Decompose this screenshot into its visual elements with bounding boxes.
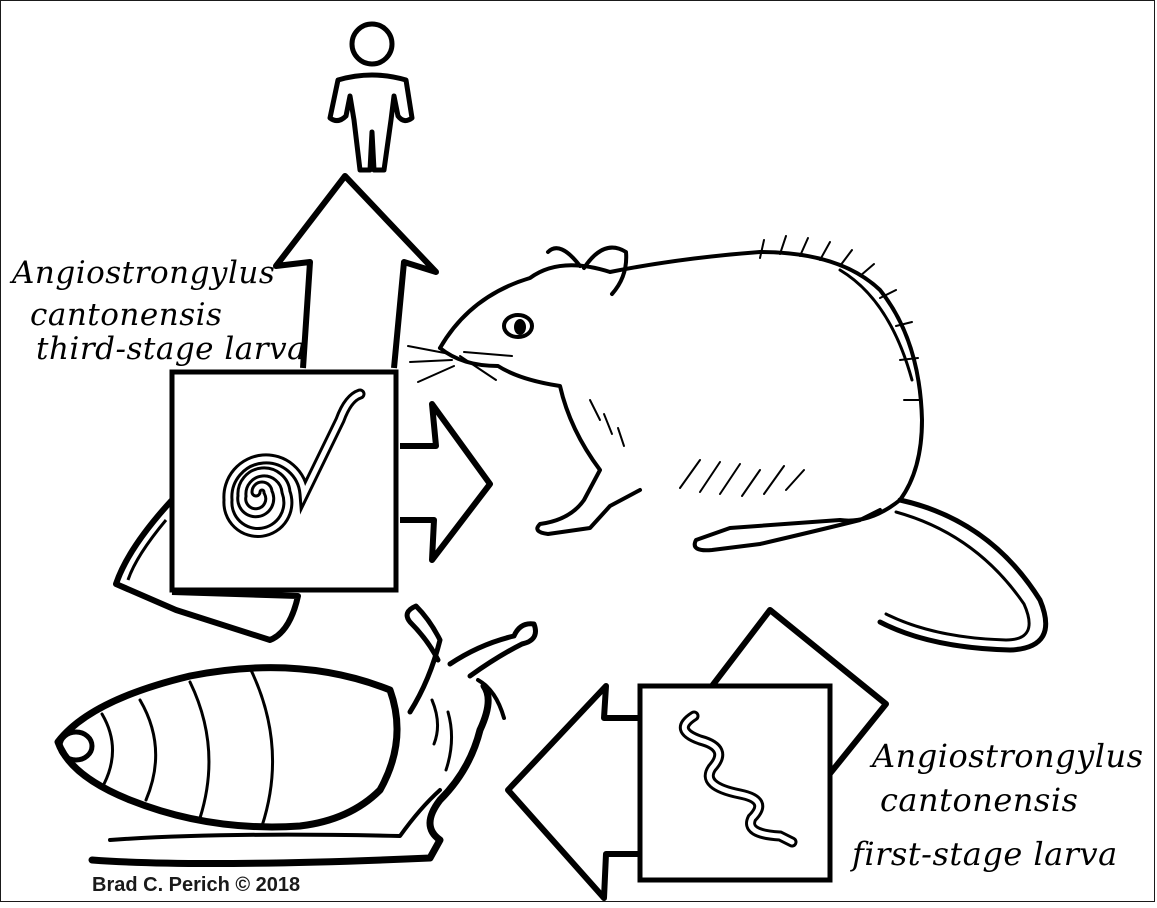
copyright-credit: Brad C. Perich © 2018 — [92, 874, 300, 897]
first-stage-label-line3: first-stage larva — [852, 838, 1118, 870]
third-stage-label-line1: Angiostrongylus — [12, 258, 275, 289]
first-stage-label-line2: cantonensis — [880, 784, 1078, 816]
third-stage-label-line2: cantonensis — [30, 300, 222, 331]
third-stage-label-line3: third-stage larva — [36, 334, 306, 365]
first-stage-label-line1: Angiostrongylus — [872, 740, 1143, 772]
